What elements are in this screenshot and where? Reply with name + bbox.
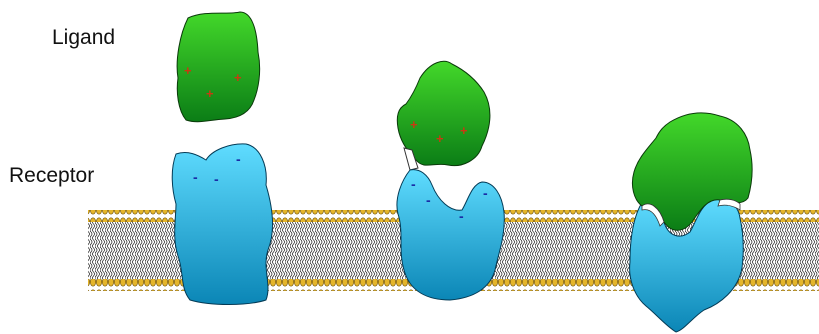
stage-unbound: + + + - - - xyxy=(172,12,272,305)
receptor-label: Receptor xyxy=(9,164,94,188)
receptor-1-negative-charge-a: - xyxy=(236,151,241,167)
ligand-2-positive-charge-c: + xyxy=(436,131,444,146)
ligand-2-positive-charge-a: + xyxy=(410,117,418,132)
receptor-2-negative-charge-a: - xyxy=(411,176,416,192)
ligand-1-positive-charge-b: + xyxy=(234,70,242,85)
receptor-shape-1 xyxy=(172,144,272,305)
receptor-2-negative-charge-c: - xyxy=(426,192,431,208)
ligand-1-positive-charge-a: + xyxy=(184,63,192,78)
receptor-2-negative-charge-d: - xyxy=(459,208,464,224)
ligand-label: Ligand xyxy=(52,26,115,50)
receptor-2-negative-charge-b: - xyxy=(483,185,488,201)
stage-bound xyxy=(630,113,753,332)
stage-docking: + + + - - - - xyxy=(397,61,504,300)
ligand-1-positive-charge-c: + xyxy=(206,86,214,101)
ligand-2-positive-charge-b: + xyxy=(460,123,468,138)
receptor-1-negative-charge-b: - xyxy=(193,169,198,185)
receptor-1-negative-charge-c: - xyxy=(214,171,219,187)
